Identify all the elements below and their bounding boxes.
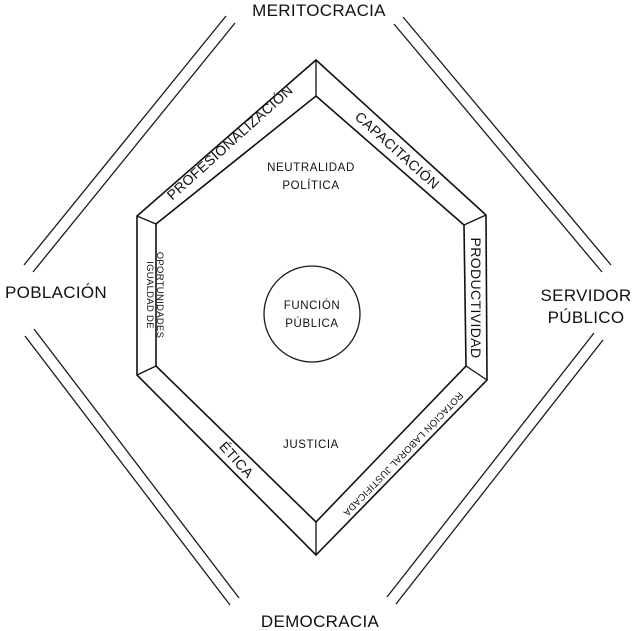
- outer-diamond: [23, 15, 612, 606]
- band-igualdad-line2: OPORTUNIDADES: [154, 252, 165, 339]
- outer-line-top-left-b: [32, 22, 236, 273]
- separator-lower-right: [465, 365, 488, 381]
- outer-line-top-left-a: [23, 15, 227, 266]
- band-productividad: PRODUCTIVIDAD: [468, 237, 484, 358]
- center-publica: PÚBLICA: [285, 317, 338, 330]
- label-publico: PÚBLICO: [548, 308, 625, 327]
- band-capacitacion: CAPACITACIÓN: [352, 108, 443, 192]
- label-servidor: SERVIDOR: [541, 286, 632, 305]
- outer-line-top-right-b: [393, 23, 603, 273]
- outer-line-top-right-a: [402, 16, 612, 266]
- outer-line-bottom-left-b: [33, 328, 240, 599]
- outer-line-bottom-right-b: [386, 332, 595, 598]
- separator-upper-right: [463, 214, 487, 226]
- band-igualdad-line1: IGUALDAD DE: [144, 261, 155, 329]
- outer-line-bottom-right-a: [395, 339, 604, 605]
- inner-neutralidad: NEUTRALIDAD: [267, 162, 355, 174]
- outer-line-bottom-left-a: [24, 335, 231, 606]
- inner-politica: POLÍTICA: [282, 179, 339, 192]
- band-profesionalizacion: PROFESIONALIZACIÓN: [164, 82, 296, 203]
- separator-lower-left: [136, 365, 157, 376]
- label-meritocracia: MERITOCRACIA: [252, 1, 386, 20]
- hexagon-band: [136, 58, 488, 557]
- inner-justicia: JUSTICIA: [283, 439, 339, 451]
- separator-upper-left: [136, 215, 157, 225]
- band-rotacion-laboral: ROTACIÓN LABORAL JUSTIFICADA: [340, 390, 465, 519]
- center-funcion: FUNCIÓN: [284, 299, 341, 312]
- label-democracia: DEMOCRACIA: [261, 612, 380, 631]
- label-poblacion: POBLACIÓN: [5, 283, 107, 302]
- center-circle: [263, 265, 361, 363]
